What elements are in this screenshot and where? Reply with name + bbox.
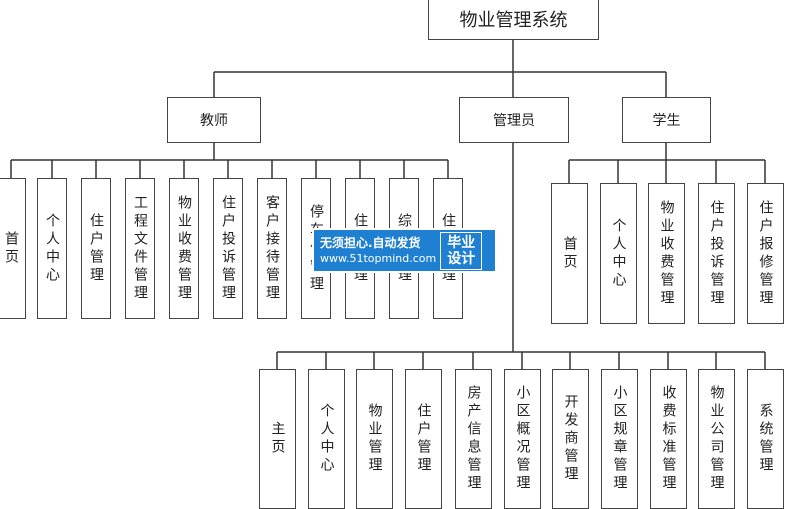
student-child-label: 物业收费管理 (658, 199, 675, 308)
admin-child-11: 系统管理 (747, 369, 784, 509)
student-child-label: 住户报修管理 (757, 199, 774, 308)
admin-child-label: 物业管理 (366, 403, 383, 475)
teacher-child-3: 住户管理 (81, 178, 111, 319)
teacher-node: 教师 (167, 97, 261, 143)
admin-child-7: 开发商管理 (552, 369, 589, 509)
admin-child-4: 住户管理 (405, 369, 442, 509)
teacher-child-label: 住户管理 (88, 212, 104, 285)
admin-child-label: 主页 (269, 421, 286, 457)
teacher-child-2: 个人中心 (37, 178, 67, 319)
watermark-line2: www.51topmind.com (320, 251, 437, 265)
student-child-1: 首页 (551, 183, 588, 324)
admin-label: 管理员 (493, 113, 535, 129)
admin-child-10: 物业公司管理 (698, 369, 735, 509)
admin-node: 管理员 (459, 97, 569, 143)
teacher-child-6: 住户投诉管理 (213, 178, 243, 319)
student-node: 学生 (622, 97, 711, 143)
student-child-2: 个人中心 (600, 183, 637, 324)
admin-child-label: 开发商管理 (562, 394, 579, 484)
teacher-child-label: 住户投诉管理 (220, 194, 236, 303)
student-child-3: 物业收费管理 (648, 183, 685, 324)
watermark-banner: 无须担心.自动发货 www.51topmind.com 毕业 设计 (312, 228, 497, 273)
admin-child-1: 主页 (259, 369, 296, 509)
admin-child-label: 小区概况管理 (514, 385, 531, 493)
admin-child-label: 住户管理 (415, 403, 432, 475)
teacher-child-label: 客户接待管理 (264, 194, 280, 303)
admin-child-5: 房产信息管理 (455, 369, 492, 509)
teacher-child-7: 客户接待管理 (257, 178, 287, 319)
student-child-4: 住户投诉管理 (698, 183, 735, 324)
watermark-line1: 无须担心.自动发货 (320, 235, 421, 250)
admin-child-label: 系统管理 (757, 403, 774, 475)
admin-child-label: 个人中心 (318, 403, 335, 475)
student-child-label: 个人中心 (610, 217, 627, 290)
teacher-child-label: 物业收费管理 (176, 194, 192, 303)
student-child-label: 首页 (561, 235, 578, 272)
teacher-child-label: 个人中心 (44, 212, 60, 285)
admin-child-9: 收费标准管理 (650, 369, 687, 509)
watermark-badge: 毕业 设计 (440, 231, 483, 270)
admin-child-label: 房产信息管理 (465, 385, 482, 493)
admin-child-label: 物业公司管理 (708, 385, 725, 493)
admin-child-3: 物业管理 (356, 369, 393, 509)
admin-child-6: 小区概况管理 (504, 369, 541, 509)
teacher-child-4: 工程文件管理 (125, 178, 155, 319)
teacher-child-label: 工程文件管理 (132, 194, 148, 303)
watermark-badge-line1: 毕业 (447, 234, 476, 251)
student-child-label: 住户投诉管理 (708, 199, 725, 308)
teacher-child-1: 首页 (0, 178, 26, 319)
teacher-label: 教师 (200, 113, 228, 129)
student-child-5: 住户报修管理 (747, 183, 784, 324)
root-node: 物业管理系统 (428, 0, 599, 40)
teacher-child-label: 首页 (3, 230, 19, 267)
admin-child-label: 收费标准管理 (660, 385, 677, 493)
admin-child-8: 小区规章管理 (601, 369, 638, 509)
teacher-child-5: 物业收费管理 (169, 178, 199, 319)
admin-child-2: 个人中心 (308, 369, 345, 509)
admin-child-label: 小区规章管理 (611, 385, 628, 493)
watermark-badge-line2: 设计 (447, 250, 476, 267)
student-label: 学生 (652, 113, 681, 129)
root-label: 物业管理系统 (459, 10, 568, 31)
